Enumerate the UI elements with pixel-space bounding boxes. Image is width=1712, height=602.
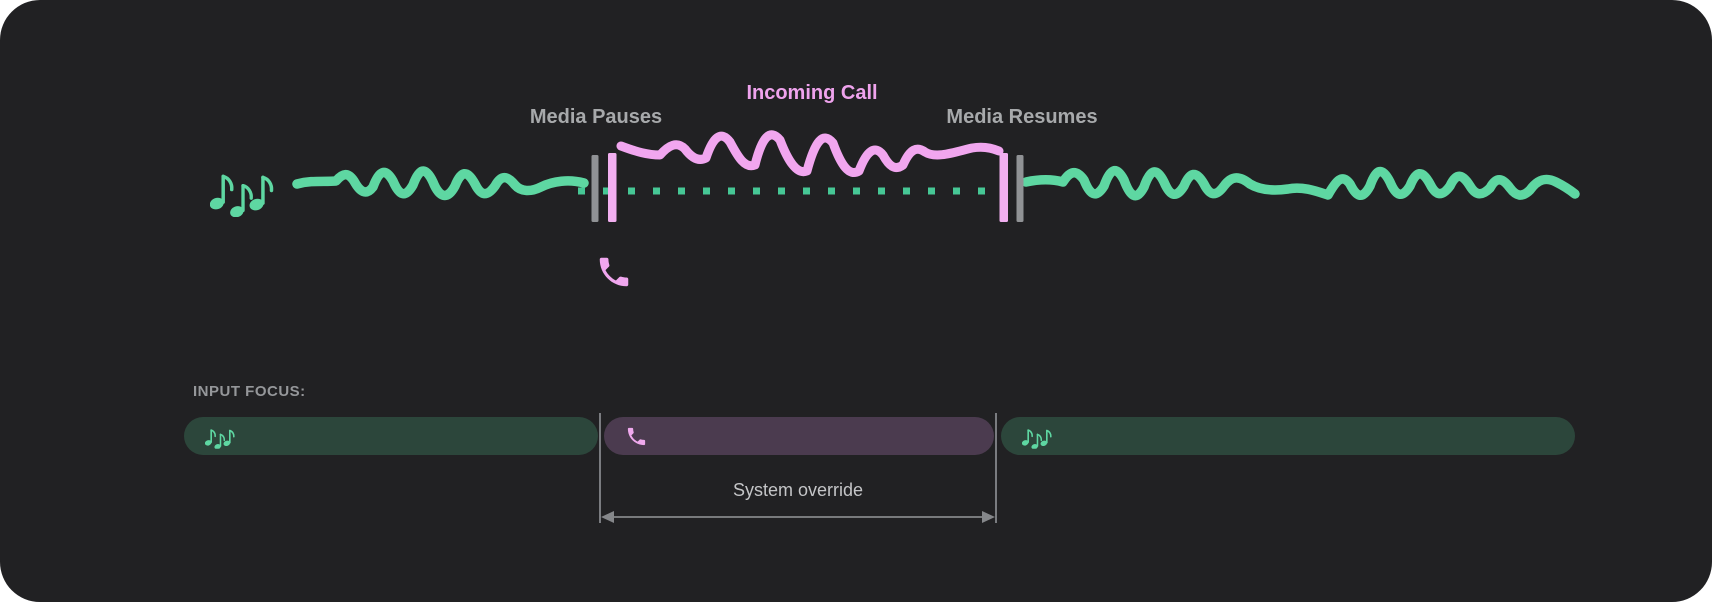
music-notes-icon [208, 176, 271, 219]
input-focus-segment-call [604, 417, 994, 455]
music-notes-icon [1022, 424, 1052, 449]
media-resumes-label: Media Resumes [946, 106, 1098, 128]
resume-marker-gray-bar [1016, 155, 1024, 222]
media-pauses-label: Media Pauses [529, 106, 663, 128]
pause-marker-gray-bar [591, 155, 599, 222]
override-arrowhead-left [601, 511, 614, 523]
phone-icon [625, 425, 648, 448]
input-focus-segment-media-before [184, 417, 598, 455]
media-waveform-before [292, 166, 589, 201]
incoming-call-waveform [616, 130, 1004, 177]
input-focus-segment-media-after [1001, 417, 1575, 455]
phone-icon [599, 257, 629, 287]
resume-marker-pink-bar [999, 153, 1008, 222]
override-arrowhead-right [982, 511, 995, 523]
media-waveform-after [1021, 166, 1580, 201]
incoming-call-label: Incoming Call [746, 82, 878, 104]
pause-marker-pink-bar [608, 153, 617, 222]
system-override-annotation: System override [732, 480, 864, 500]
music-notes-icon [205, 424, 235, 449]
input-focus-heading: INPUT FOCUS: [193, 383, 306, 400]
